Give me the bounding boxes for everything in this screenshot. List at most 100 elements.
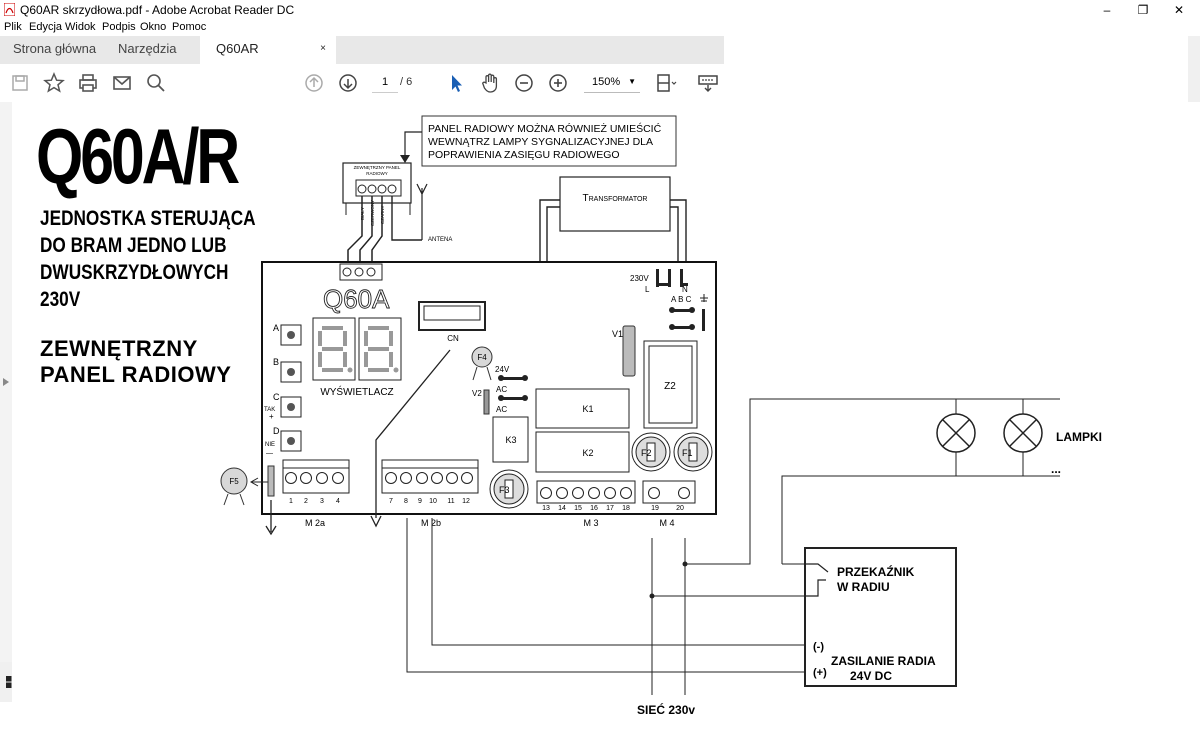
tab-home[interactable]: Strona główna <box>13 41 97 56</box>
cn-label: CN <box>447 334 459 343</box>
menu-sign[interactable]: Podpis <box>102 21 136 33</box>
page-layout-icon[interactable] <box>654 71 678 95</box>
button-label: TAK <box>264 407 275 413</box>
plus-label: (+) <box>813 667 827 679</box>
note-line: PANEL RADIOWY MOŻNA RÓWNIEŻ UMIEŚCIĆ <box>428 122 662 135</box>
search-icon[interactable] <box>144 71 168 95</box>
save-icon[interactable] <box>8 71 32 95</box>
display-label: WYŚWIETLACZ <box>320 385 393 398</box>
voltage-label: 24V <box>495 365 510 374</box>
pin-label: 18 <box>622 505 630 512</box>
button-label: + <box>269 412 274 421</box>
power-label: 230V <box>630 274 649 283</box>
terminal-label: M 2b <box>421 518 441 528</box>
pin-label: 12 <box>462 498 470 505</box>
l-label: L <box>645 285 650 294</box>
menu-bar: Plik Edycja Widok Podpis Okno Pomoc <box>0 20 724 36</box>
page-total: / 6 <box>400 76 413 88</box>
subtitle2-line: PANEL RADIOWY <box>40 362 232 387</box>
pin-label: 11 <box>447 498 454 505</box>
fuse-label: F3 <box>499 485 510 495</box>
select-cursor-icon[interactable] <box>444 71 468 95</box>
zoom-select[interactable]: 150% ▼ <box>584 72 640 93</box>
board-title: Q60A <box>323 284 390 314</box>
window-title: Q60AR skrzydłowa.pdf - Adobe Acrobat Rea… <box>20 3 295 17</box>
zoom-value: 150% <box>592 76 621 88</box>
relay-label: K2 <box>582 448 593 458</box>
page-number-input[interactable]: 1 <box>372 72 398 93</box>
v2-label: V2 <box>472 389 482 398</box>
prev-page-icon[interactable] <box>302 71 326 95</box>
doc-subtitle: JEDNOSTKA STERUJĄCA DO BRAM JEDNO LUB DW… <box>40 205 256 313</box>
mail-icon[interactable] <box>110 71 134 95</box>
menu-file[interactable]: Plik <box>4 21 22 33</box>
pin-label: 8 <box>404 498 408 505</box>
menu-window[interactable]: Okno <box>140 21 167 33</box>
close-button[interactable]: ✕ <box>1173 3 1185 17</box>
menu-view[interactable]: Widok <box>65 21 96 33</box>
pin-label: 10 <box>429 498 437 505</box>
antenna-label: ANTENA <box>428 237 452 243</box>
note-line: WEWNĄTRZ LAMPY SYGNALIZACYJNEJ DLA <box>428 136 653 148</box>
pin-label: 19 <box>651 505 659 512</box>
relay-label: K3 <box>505 435 516 445</box>
mains-label: SIEĆ 230v <box>637 702 695 717</box>
pin-label: 15 <box>574 505 582 512</box>
menu-help[interactable]: Pomoc <box>172 21 207 33</box>
subtitle-line: 230V <box>40 288 81 311</box>
n-label: N <box>682 285 688 294</box>
terminal-m3: 13 14 15 16 17 18 M 3 <box>536 480 636 528</box>
fuse-label: F1 <box>682 448 693 458</box>
print-icon[interactable] <box>76 71 100 95</box>
ac-label: AC <box>496 405 507 414</box>
note-box <box>421 115 677 167</box>
star-icon[interactable] <box>42 71 66 95</box>
zoom-in-icon[interactable] <box>546 71 570 95</box>
subtitle-line: DWUSKRZYDŁOWYCH <box>40 261 229 284</box>
next-page-icon[interactable] <box>336 71 360 95</box>
tab-close-icon[interactable]: × <box>320 43 326 54</box>
lamps-more: ... <box>1051 462 1061 476</box>
fuse-label: F2 <box>641 448 652 458</box>
keyboard-icon[interactable] <box>696 71 720 95</box>
button-label: B <box>273 357 279 367</box>
tab-tools[interactable]: Narzędzia <box>118 41 177 56</box>
chevron-down-icon: ▼ <box>628 77 636 86</box>
pin-label: 1 <box>289 498 293 505</box>
transformer-label: Transformator <box>583 193 648 204</box>
terminal-m2b: 7 8 9 10 11 12 M 2b <box>381 459 479 528</box>
tab-bar: Strona główna Narzędzia Q60AR skrzydłowa… <box>0 36 724 82</box>
menu-edit[interactable]: Edycja <box>29 21 63 33</box>
ac-label: AC <box>496 385 507 394</box>
radio-power-label: 24V DC <box>850 669 892 683</box>
antenna-icon <box>416 183 428 240</box>
wire-label: CZERWONY <box>370 200 375 226</box>
fuse-label: F5 <box>229 477 239 486</box>
panel-label: RADIOWY <box>366 171 388 176</box>
button-label: — <box>266 450 273 457</box>
pin-label: 3 <box>320 498 324 505</box>
minimize-button[interactable]: – <box>1103 3 1111 17</box>
pin-label: 7 <box>389 498 393 505</box>
zoom-out-icon[interactable] <box>512 71 536 95</box>
doc-subtitle-2: ZEWNĘTRZNY PANEL RADIOWY <box>40 336 231 388</box>
toolbar <box>0 64 724 103</box>
relay-radio-label: PRZEKAŹNIK <box>837 564 915 579</box>
doc-title: Q60A/R <box>36 112 240 200</box>
panel-label: ZEWNĘTRZNY PANEL <box>354 165 401 170</box>
maximize-button[interactable]: ❐ <box>1137 3 1149 17</box>
pin-label: 13 <box>542 505 550 512</box>
subtitle-line: JEDNOSTKA STERUJĄCA <box>40 207 256 230</box>
button-label: D <box>273 426 280 436</box>
hand-tool-icon[interactable] <box>478 71 502 95</box>
terminal-m2a: 1 2 3 4 M 2a <box>282 459 350 528</box>
subtitle-line: DO BRAM JEDNO LUB <box>40 234 227 257</box>
note-line: POPRAWIENIA ZASIĘGU RADIOWEGO <box>428 149 620 161</box>
button-label: A <box>273 323 279 333</box>
z2-label: Z2 <box>664 381 676 392</box>
title-bar: Q60AR skrzydłowa.pdf - Adobe Acrobat Rea… <box>0 0 1200 20</box>
transformer-box <box>559 176 671 232</box>
subtitle2-line: ZEWNĘTRZNY <box>40 336 198 361</box>
abc-label: A B C <box>671 295 692 304</box>
